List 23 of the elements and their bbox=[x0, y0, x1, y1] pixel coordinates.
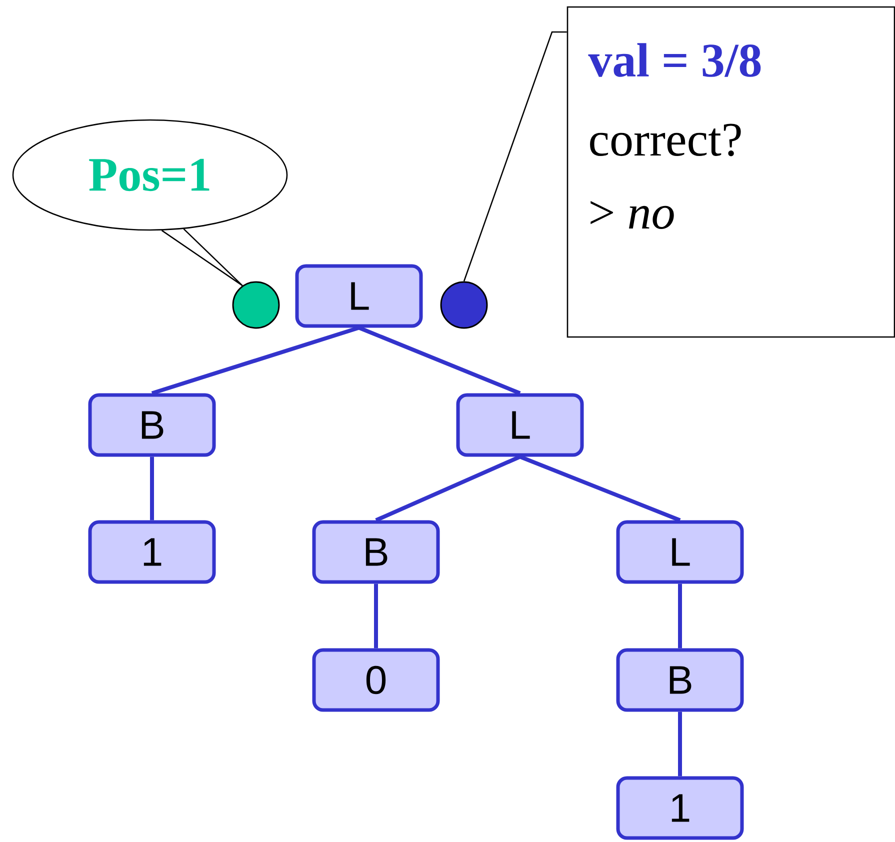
tree-node-box: B bbox=[88, 393, 216, 457]
tree-edge bbox=[519, 454, 681, 522]
circle-marker bbox=[232, 281, 280, 329]
tree-edge bbox=[374, 584, 378, 648]
tree-edge bbox=[678, 712, 682, 776]
tree-edge bbox=[375, 454, 521, 522]
tree-node-box: B bbox=[616, 648, 744, 712]
tree-edge bbox=[358, 326, 521, 396]
leader-line bbox=[463, 31, 567, 282]
speech-bubble: Pos=1 bbox=[12, 119, 288, 231]
tree-edge bbox=[678, 584, 682, 648]
tree-edge bbox=[151, 326, 360, 396]
tree-node-box: L bbox=[456, 393, 584, 457]
note-box: val = 3/8 correct? > no bbox=[566, 6, 895, 338]
tree-node-box: 1 bbox=[616, 776, 744, 840]
tree-node-box: L bbox=[295, 264, 423, 328]
tree-edge bbox=[150, 456, 154, 520]
tree-node-box: 0 bbox=[312, 648, 440, 712]
tree-node-box: B bbox=[312, 520, 440, 584]
tree-node-box: 1 bbox=[88, 520, 216, 584]
speech-bubble-tail bbox=[161, 228, 244, 286]
tree-node-box: L bbox=[616, 520, 744, 584]
circle-marker bbox=[440, 281, 488, 329]
